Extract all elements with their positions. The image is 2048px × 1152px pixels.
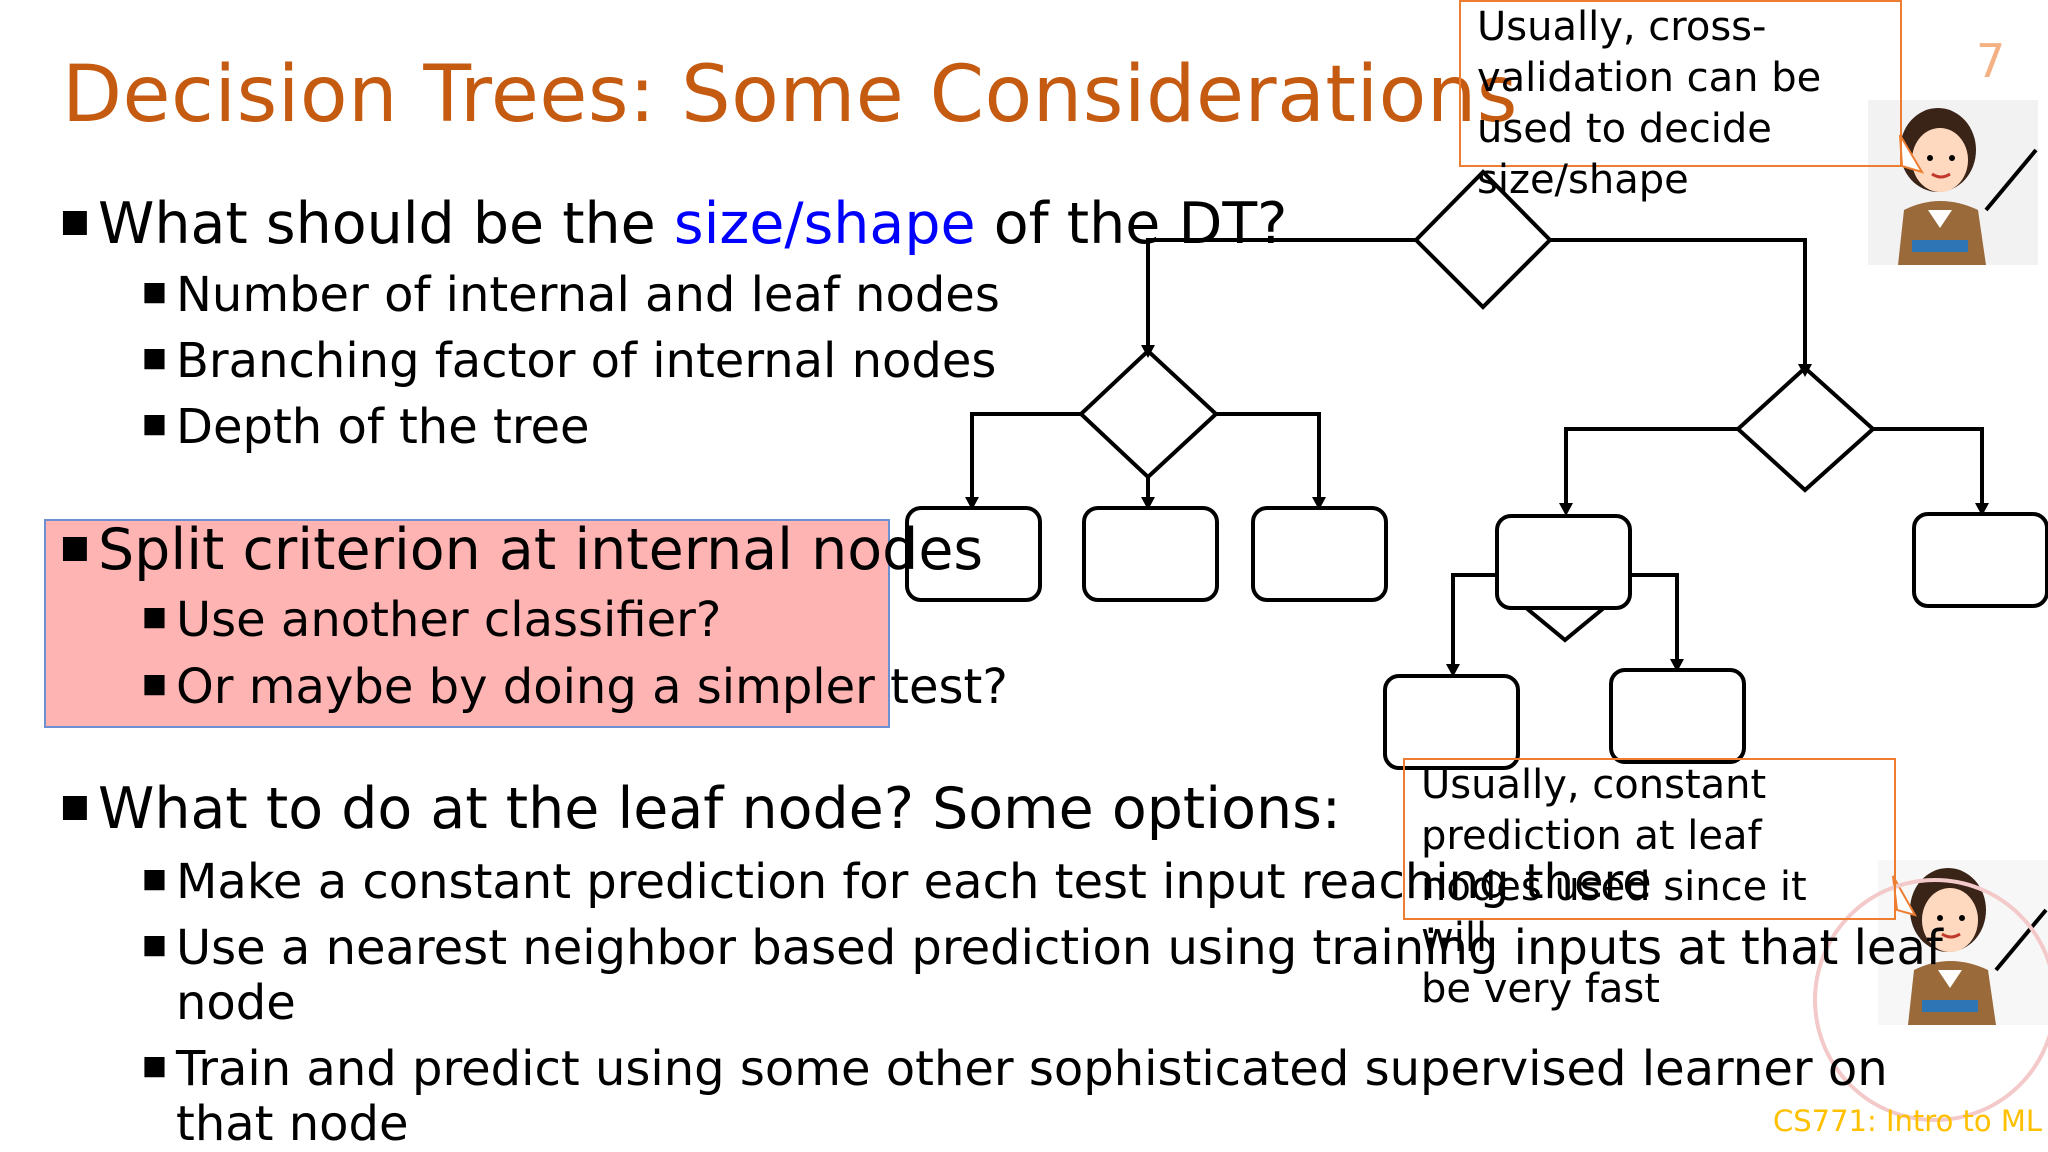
sub-bullet: ■Number of internal and leaf nodes (142, 267, 1000, 323)
square-bullet-icon: ■ (60, 202, 90, 239)
mid-node-tail (1519, 605, 1611, 643)
leaf-node (1912, 512, 2048, 608)
leaf-node (1082, 506, 1219, 602)
bullet-split-criterion: ■Split criterion at internal nodes (60, 517, 984, 583)
square-bullet-icon: ■ (142, 668, 167, 700)
square-bullet-icon: ■ (142, 601, 167, 633)
teacher-icon-bottom (1878, 860, 2048, 1025)
arrow-head (1312, 497, 1326, 510)
teacher-icon-top (1868, 100, 2038, 265)
leaf-node (1383, 674, 1520, 770)
square-bullet-icon: ■ (60, 787, 90, 824)
edge-right-2 (1873, 427, 1984, 510)
leaf-node (1251, 506, 1388, 602)
square-bullet-icon: ■ (142, 342, 167, 374)
square-bullet-icon: ■ (142, 1050, 167, 1082)
sub-bullet: ■Branching factor of internal nodes (142, 333, 997, 389)
edge-root-right (1550, 238, 1807, 365)
right-decision-node (1735, 365, 1876, 493)
leaf-node (905, 506, 1042, 602)
sub-bullet: ■Train and predict using some other soph… (142, 1041, 1888, 1152)
watermark-seal (1813, 878, 2048, 1122)
root-decision-node (1413, 169, 1553, 310)
sub-bullet: ■Depth of the tree (142, 399, 590, 455)
edge-left-1 (970, 412, 1081, 503)
highlight-size-shape: size/shape (673, 191, 976, 257)
arrow-head (1141, 497, 1155, 510)
edge-right-1 (1564, 427, 1738, 510)
square-bullet-icon: ■ (60, 528, 90, 565)
arrow-head (1559, 503, 1573, 516)
arrow-head (1975, 503, 1989, 516)
sub-bullet: ■Or maybe by doing a simpler test? (142, 659, 1008, 715)
arrow-head (1446, 664, 1460, 677)
arrow-head (965, 497, 979, 510)
edge-mid-right (1632, 573, 1679, 665)
highlight-box (44, 519, 890, 728)
page-number: 7 (1976, 34, 2006, 88)
left-decision-node (1078, 348, 1219, 480)
square-bullet-icon: ■ (142, 863, 167, 895)
course-footer: CS771: Intro to ML (1773, 1104, 2043, 1138)
sub-bullet: ■Use a nearest neighbor based prediction… (142, 920, 1943, 1032)
edge-left-3 (1216, 412, 1321, 503)
edge-root-left (1146, 238, 1416, 345)
edge-mid-left (1451, 573, 1497, 670)
leaf-node (1609, 668, 1746, 764)
callout-bottom: Usually, constant prediction at leaf nod… (1403, 758, 1896, 1012)
callout-top: Usually, cross- validation can be used t… (1459, 0, 1902, 203)
square-bullet-icon: ■ (142, 276, 167, 308)
arrow-head (1141, 345, 1155, 358)
sub-bullet: ■Use another classifier? (142, 592, 722, 648)
square-bullet-icon: ■ (142, 408, 167, 440)
bullet-leaf-node: ■What to do at the leaf node? Some optio… (60, 776, 1342, 842)
bullet-size-shape: ■ What should be the size/shape of the D… (60, 191, 1288, 257)
arrow-heads (965, 345, 1989, 677)
square-bullet-icon: ■ (142, 929, 167, 961)
slide-title: Decision Trees: Some Considerations (62, 50, 1518, 140)
arrow-head (1670, 659, 1684, 672)
sub-bullet: ■Make a constant prediction for each tes… (142, 854, 1652, 910)
leaf-node-split (1495, 514, 1632, 610)
arrow-head (1798, 364, 1812, 377)
